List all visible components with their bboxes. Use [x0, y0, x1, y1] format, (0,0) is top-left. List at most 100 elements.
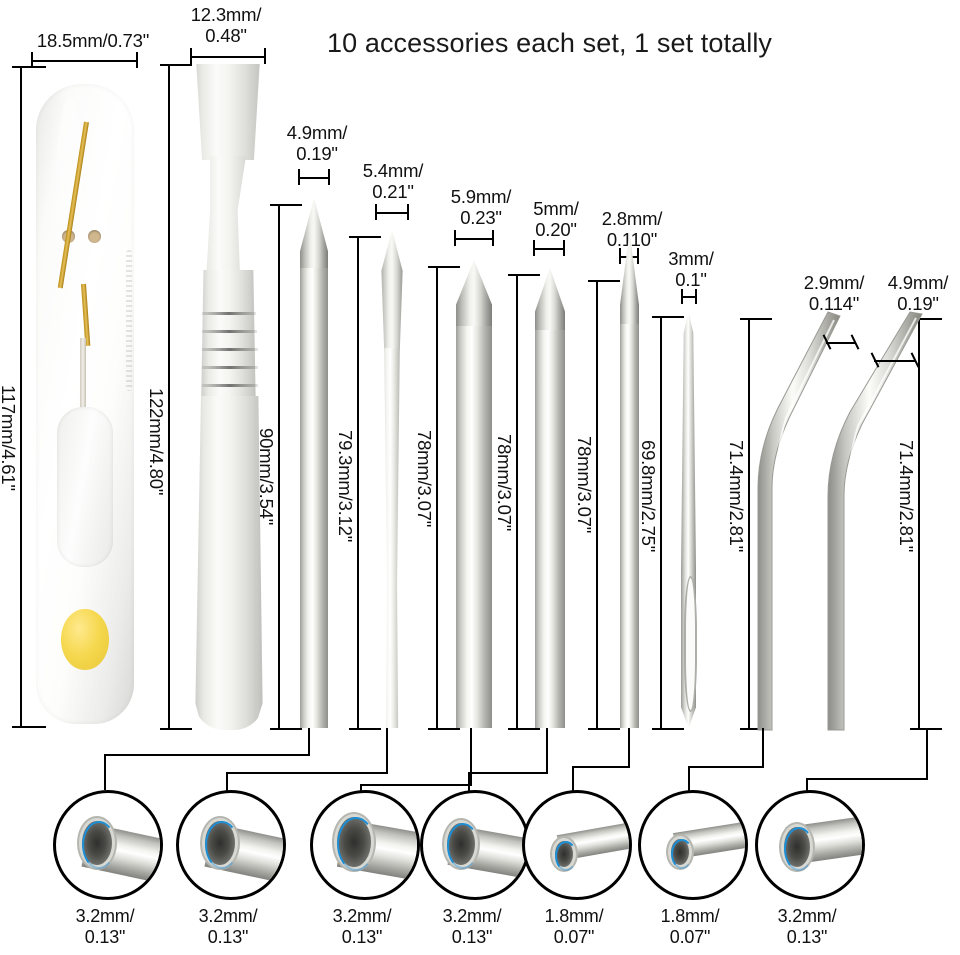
spatula-ridge	[202, 348, 258, 351]
leader-line	[226, 772, 228, 792]
bracket-tick	[508, 274, 540, 276]
bracket-line	[454, 238, 494, 240]
awl-tip	[535, 268, 565, 336]
bracket-tick	[136, 52, 138, 68]
bracket-tick	[298, 169, 300, 185]
dim-label-awl-3-width: 5.9mm/ 0.23"	[450, 186, 512, 228]
dim-label-awl-4-length: 78mm/3.07"	[494, 434, 515, 532]
needle-eye	[684, 576, 697, 712]
bracket-tick	[695, 289, 697, 304]
socket-thread-blue	[205, 821, 239, 869]
bracket-tick	[264, 48, 266, 64]
awl-shaft	[384, 348, 400, 728]
ripper-hole	[88, 230, 101, 243]
leader-line	[806, 778, 808, 794]
bracket-tick	[492, 230, 494, 246]
bracket-line	[20, 66, 22, 728]
bracket-tick	[588, 280, 620, 282]
bracket-tick	[910, 318, 942, 320]
dim-label-needle-length: 69.8mm/2.75"	[638, 440, 659, 553]
leader-line	[308, 728, 310, 756]
bracket-tick-diagonal	[826, 342, 856, 344]
tool-metal-spatula	[186, 64, 272, 730]
bracket-tick	[588, 728, 620, 730]
bracket-tick	[31, 52, 33, 68]
ripper-blade-shaft	[80, 338, 86, 426]
bracket-line	[918, 318, 920, 728]
dim-label-awl-3-length: 78mm/3.07"	[414, 430, 435, 528]
leader-line	[762, 728, 764, 768]
leader-line	[688, 766, 690, 792]
awl-shaft	[456, 326, 492, 728]
spatula-grip-section	[201, 270, 256, 400]
socket-label-2: 3.2mm/ 0.13"	[198, 906, 258, 947]
bracket-tick	[349, 236, 381, 238]
bracket-tick	[160, 728, 192, 730]
bracket-tick	[428, 728, 460, 730]
bracket-tick	[407, 204, 409, 220]
socket-callout-7	[755, 790, 865, 900]
spatula-handle	[195, 396, 263, 730]
tool-awl-1	[300, 198, 328, 728]
dim-label-spatula-width: 12.3mm/ 0.48"	[190, 4, 262, 46]
bracket-line	[596, 280, 598, 728]
bracket-tick	[533, 240, 535, 256]
bent-2-body	[827, 311, 923, 731]
bracket-tick	[563, 240, 565, 256]
leader-line	[104, 754, 310, 756]
socket-thread-blue	[671, 839, 693, 869]
page-title: 10 accessories each set, 1 set totally	[327, 28, 773, 58]
dim-label-seam-ripper-length: 117mm/4.61"	[0, 385, 19, 491]
awl-shaft	[300, 268, 328, 728]
bracket-line	[190, 56, 266, 58]
dim-label-needle-width: 3mm/ 0.1"	[668, 248, 714, 290]
bracket-line	[375, 212, 409, 214]
spatula-ridge	[202, 384, 258, 387]
leader-line	[806, 778, 928, 780]
spatula-neck	[206, 156, 246, 274]
socket-thread-blue	[784, 827, 814, 871]
tool-bent-1	[756, 311, 866, 732]
socket-label-1: 3.2mm/ 0.13"	[75, 906, 135, 947]
leader-line	[628, 728, 630, 768]
bracket-tick	[740, 728, 772, 730]
awl-tip	[620, 232, 639, 328]
bracket-tick	[190, 48, 192, 64]
bracket-tick	[652, 316, 684, 318]
bracket-line	[357, 236, 359, 728]
ripper-yellow-button	[61, 608, 109, 670]
bracket-line	[298, 177, 330, 179]
spatula-ridge	[202, 312, 256, 315]
bracket-tick	[454, 230, 456, 246]
bent-1-highlight	[775, 319, 835, 724]
bracket-line	[278, 204, 280, 728]
bracket-tick	[12, 66, 46, 68]
dim-label-awl-1-width: 4.9mm/ 0.19"	[286, 122, 348, 164]
leader-line	[386, 728, 388, 774]
socket-thread-blue	[555, 841, 577, 871]
socket-callout-3	[310, 790, 420, 900]
dim-label-awl-4-width: 5mm/ 0.20"	[533, 198, 579, 240]
leader-line	[468, 772, 470, 794]
bracket-line	[660, 316, 662, 728]
spatula-ridge	[202, 330, 257, 333]
leader-line	[546, 728, 548, 774]
tool-awl-5	[620, 232, 639, 728]
bracket-tick	[681, 289, 683, 304]
socket-callout-2	[176, 790, 286, 900]
leader-line	[360, 784, 472, 786]
dim-label-awl-5-width: 2.8mm/ 0.110"	[601, 208, 663, 250]
awl-shaft	[535, 330, 565, 728]
leader-line	[468, 772, 548, 774]
dim-label-awl-5-length: 78mm/3.07"	[574, 436, 595, 534]
spatula-ridge	[202, 366, 258, 369]
leader-line	[572, 766, 574, 792]
ripper-thumb-grip	[56, 407, 114, 568]
socket-label-4: 3.2mm/ 0.13"	[442, 906, 502, 947]
bracket-tick	[349, 728, 381, 730]
spatula-blade	[196, 64, 260, 160]
tool-awl-4	[535, 268, 565, 728]
tool-sewing-needle	[681, 312, 697, 728]
dim-label-bent-1-length: 71.4mm/2.81"	[726, 440, 747, 553]
